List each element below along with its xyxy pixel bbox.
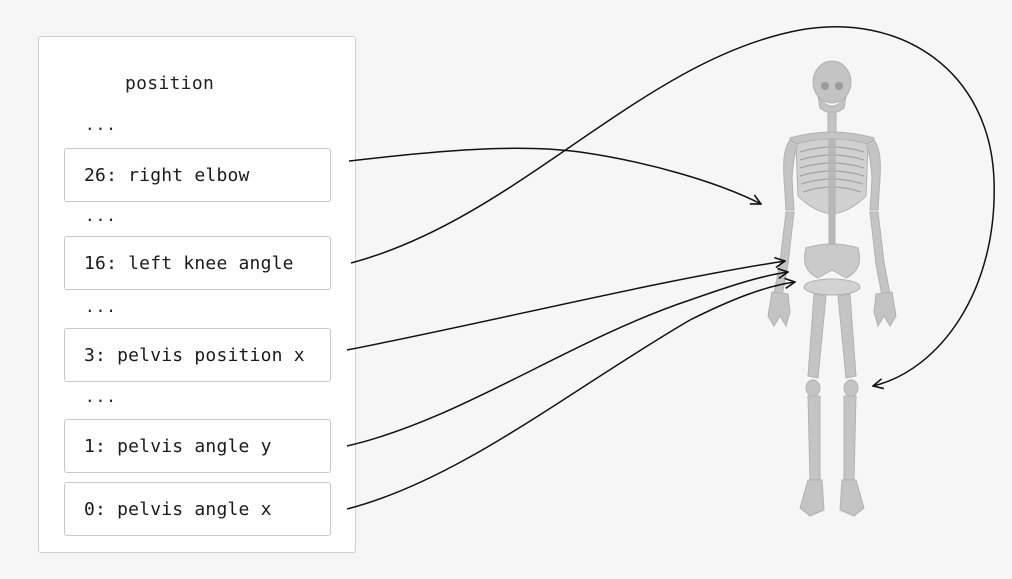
ellipsis-separator: ... xyxy=(85,297,117,316)
field-label: 3: pelvis position x xyxy=(84,344,305,366)
field-pelvis-position-x[interactable]: 3: pelvis position x xyxy=(64,328,331,382)
arrow-pelvis-angle-y xyxy=(346,272,788,447)
arrow-left-knee-angle xyxy=(350,26,995,386)
human-skeleton-icon xyxy=(767,60,897,517)
field-pelvis-angle-x[interactable]: 0: pelvis angle x xyxy=(64,482,331,536)
field-label: 16: left knee angle xyxy=(84,252,294,274)
field-label: 1: pelvis angle y xyxy=(84,435,272,457)
position-panel: position ... 26: right elbow ... 16: lef… xyxy=(38,36,356,553)
ellipsis-separator: ... xyxy=(85,115,117,134)
field-pelvis-angle-y[interactable]: 1: pelvis angle y xyxy=(64,419,331,473)
field-right-elbow[interactable]: 26: right elbow xyxy=(64,148,331,202)
ellipsis-separator: ... xyxy=(85,206,117,225)
field-left-knee-angle[interactable]: 16: left knee angle xyxy=(64,236,331,290)
arrow-pelvis-position-x xyxy=(346,261,785,351)
ellipsis-separator: ... xyxy=(85,387,117,406)
panel-title: position xyxy=(125,73,215,94)
arrow-right-elbow xyxy=(348,147,761,204)
field-label: 26: right elbow xyxy=(84,164,250,186)
field-label: 0: pelvis angle x xyxy=(84,498,272,520)
arrow-pelvis-angle-x xyxy=(346,282,795,510)
